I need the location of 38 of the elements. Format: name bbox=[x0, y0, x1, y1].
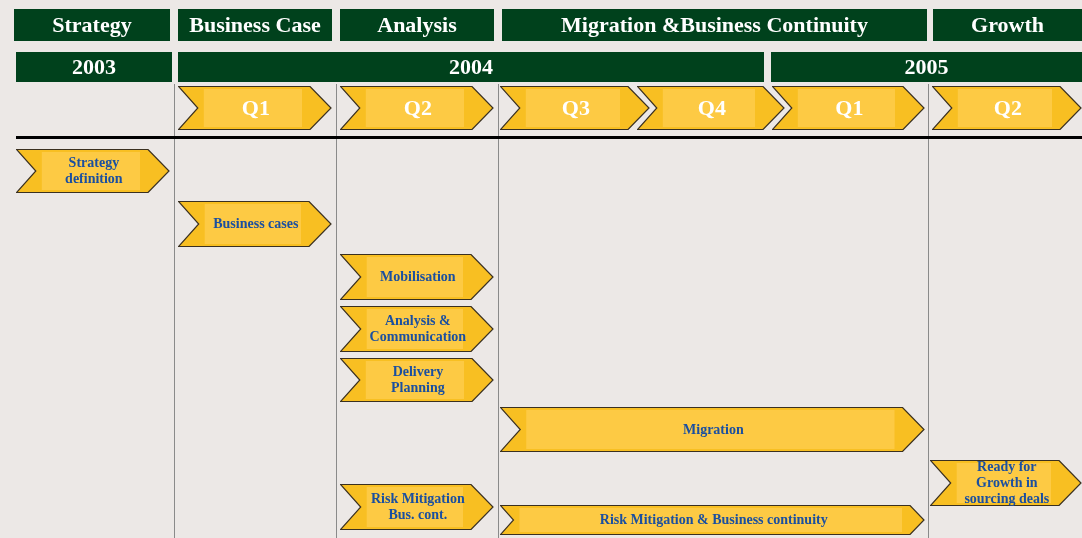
task-label: Migration bbox=[683, 421, 744, 438]
phase-header: Growth bbox=[933, 9, 1082, 41]
task-bar bbox=[16, 149, 170, 193]
quarter-label: Q1 bbox=[241, 97, 270, 119]
task-label: Mobilisation bbox=[380, 269, 456, 285]
task-bar bbox=[500, 505, 925, 535]
task-bar bbox=[340, 484, 494, 530]
quarter-label: Q2 bbox=[403, 97, 432, 119]
task-label: Risk Mitigation & Business continuity bbox=[599, 512, 828, 528]
task-bar bbox=[340, 306, 494, 352]
task-bar bbox=[500, 407, 925, 452]
task-label: Delivery Planning bbox=[390, 364, 446, 396]
quarter-label: Q4 bbox=[697, 97, 726, 119]
quarter-label: Q1 bbox=[835, 97, 864, 119]
task-bar bbox=[340, 254, 494, 300]
task-label: Strategy definition bbox=[64, 155, 124, 187]
quarter-tag bbox=[178, 86, 332, 130]
year-bar: 2005 bbox=[771, 52, 1082, 82]
task-label: Business cases bbox=[213, 216, 299, 232]
year-bar: 2004 bbox=[178, 52, 764, 82]
quarter-tag bbox=[932, 86, 1082, 130]
quarter-label: Q3 bbox=[561, 97, 590, 119]
task-label: Analysis & Communication bbox=[368, 313, 468, 345]
task-label: Risk Mitigation Bus. cont. bbox=[369, 491, 466, 523]
phase-header: Business Case bbox=[178, 9, 332, 41]
quarter-tag bbox=[772, 86, 925, 130]
task-bar bbox=[178, 201, 332, 247]
quarter-tag bbox=[340, 86, 494, 130]
task-bar bbox=[340, 358, 494, 402]
task-label: Ready for Growth in sourcing deals bbox=[963, 459, 1051, 507]
task-bar bbox=[930, 460, 1082, 506]
quarter-tag bbox=[637, 86, 785, 130]
phase-header: Analysis bbox=[340, 9, 494, 41]
phase-header: Strategy bbox=[14, 9, 170, 41]
phase-header: Migration &Business Continuity bbox=[502, 9, 927, 41]
quarter-label: Q2 bbox=[993, 97, 1022, 119]
quarter-tag bbox=[500, 86, 650, 130]
year-bar: 2003 bbox=[16, 52, 172, 82]
